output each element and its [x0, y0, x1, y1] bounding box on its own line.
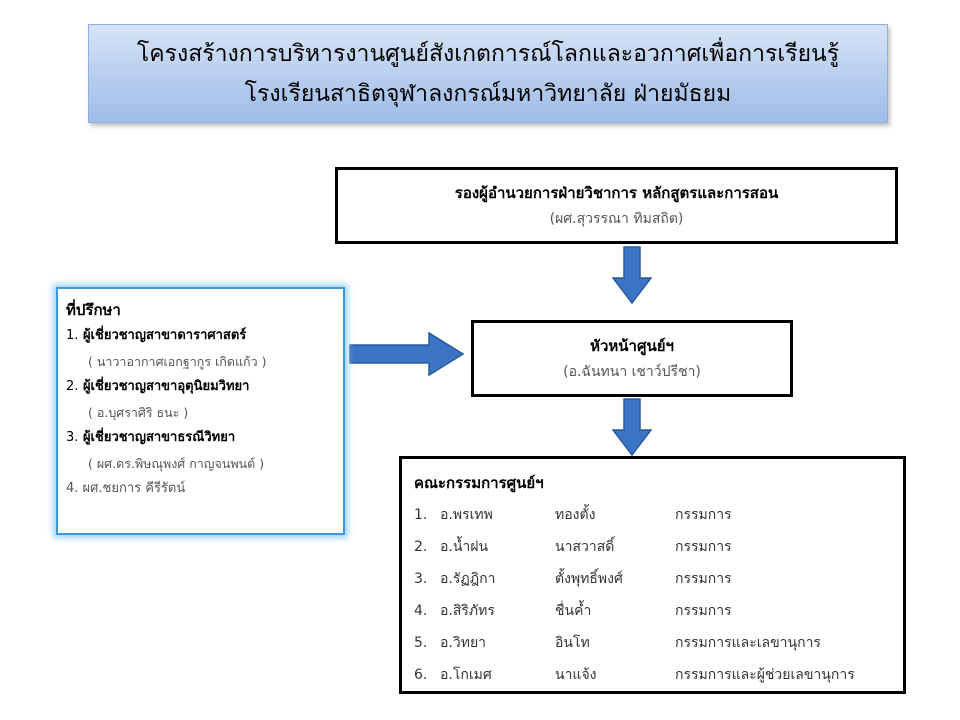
committee-member-row: 1. อ.พรเทพ ทองตั้ง กรรมการ: [414, 499, 891, 531]
title-line-2: โรงเรียนสาธิตจุฬาลงกรณ์มหาวิทยาลัย ฝ่ายม…: [244, 80, 732, 107]
committee-member-row: 5. อ.วิทยา อินโท กรรมการและเลขานุการ: [414, 627, 891, 659]
advisor-item: 4. ผศ.ชยการ คีรีรัตน์: [66, 476, 335, 502]
center-head-box: หัวหน้าศูนย์ฯ (อ.ฉันทนา เชาว์ปรีชา): [471, 320, 793, 397]
member-last-name: ทองตั้ง: [555, 507, 596, 523]
committee-member-row: 6. อ.โกเมศ นาแจ้ง กรรมการและผู้ช่วยเลขาน…: [414, 659, 891, 691]
title-line-1: โครงสร้างการบริหารงานศูนย์สังเกตการณ์โลก…: [136, 40, 840, 67]
advisor-name: ( นาวาอากาศเอกฐากูร เกิดแก้ว ): [88, 353, 267, 369]
right-arrow-icon: [349, 331, 465, 377]
down-arrow-icon: [612, 246, 652, 304]
committee-box: คณะกรรมการศูนย์ฯ 1. อ.พรเทพ ทองตั้ง กรรม…: [399, 456, 906, 694]
member-last-name: นาสวาสดิ์: [555, 539, 615, 555]
member-last-name: ตั้งพุทธิ์พงศ์: [555, 571, 623, 587]
head-position: หัวหน้าศูนย์ฯ: [590, 336, 674, 355]
member-first-name: อ.สิริภัทร: [440, 603, 495, 619]
member-last-name: ชื่นค้ำ: [555, 603, 592, 619]
member-number: 2.: [414, 539, 428, 555]
member-first-name: อ.น้ำฝน: [440, 539, 489, 555]
member-role: กรรมการ: [675, 571, 732, 587]
member-number: 1.: [414, 507, 428, 523]
deputy-position: รองผู้อำนวยการฝ่ายวิชาการ หลักสูตรและการ…: [454, 183, 779, 202]
advisor-number: 1.: [66, 328, 79, 343]
advisor-item: 2. ผู้เชี่ยวชาญสาขาอุตุนิยมวิทยา: [66, 374, 335, 400]
member-role: กรรมการและเลขานุการ: [675, 635, 821, 651]
advisor-number: 2.: [66, 379, 79, 394]
advisor-name: ผศ.ชยการ คีรีรัตน์: [82, 481, 186, 496]
member-first-name: อ.รัฏฎิกา: [440, 571, 496, 587]
advisor-item: 1. ผู้เชี่ยวชาญสาขาดาราศาสตร์: [66, 323, 335, 349]
right-arrow-shape: [349, 331, 465, 377]
member-number: 5.: [414, 635, 428, 651]
committee-member-row: 3. อ.รัฏฎิกา ตั้งพุทธิ์พงศ์ กรรมการ: [414, 563, 891, 595]
deputy-name: (ผศ.สุวรรณา ทิมสถิต): [549, 210, 684, 227]
member-last-name: นาแจ้ง: [555, 667, 597, 683]
deputy-director-box: รองผู้อำนวยการฝ่ายวิชาการ หลักสูตรและการ…: [335, 167, 898, 244]
advisor-role: ผู้เชี่ยวชาญสาขาอุตุนิยมวิทยา: [82, 379, 250, 394]
advisor-name: ( อ.บุศราศิริ ธนะ ): [88, 404, 189, 420]
down-arrow-shape: [612, 398, 652, 456]
committee-member-row: 2. อ.น้ำฝน นาสวาสดิ์ กรรมการ: [414, 531, 891, 563]
member-role: กรรมการ: [675, 603, 732, 619]
committee-title: คณะกรรมการศูนย์ฯ: [414, 474, 544, 492]
advisor-name: ( ผศ.ดร.พิษณุพงศ์ กาญจนพนต์ ): [88, 455, 265, 471]
chart-title-banner: โครงสร้างการบริหารงานศูนย์สังเกตการณ์โลก…: [88, 24, 888, 123]
member-first-name: อ.โกเมศ: [440, 667, 492, 683]
head-name: (อ.ฉันทนา เชาว์ปรีชา): [563, 363, 701, 380]
advisor-number: 4.: [66, 481, 79, 496]
committee-member-row: 4. อ.สิริภัทร ชื่นค้ำ กรรมการ: [414, 595, 891, 627]
member-role: กรรมการ: [675, 539, 732, 555]
advisor-number: 3.: [66, 430, 79, 445]
member-number: 6.: [414, 667, 428, 683]
member-number: 3.: [414, 571, 428, 587]
member-number: 4.: [414, 603, 428, 619]
advisor-role: ผู้เชี่ยวชาญสาขาธรณีวิทยา: [82, 430, 236, 445]
advisor-role: ผู้เชี่ยวชาญสาขาดาราศาสตร์: [82, 328, 247, 343]
member-first-name: อ.วิทยา: [440, 635, 487, 651]
member-first-name: อ.พรเทพ: [440, 507, 493, 523]
down-arrow-shape: [612, 246, 652, 304]
member-last-name: อินโท: [555, 635, 590, 651]
member-role: กรรมการและผู้ช่วยเลขานุการ: [675, 667, 855, 683]
advisors-box: ที่ปรึกษา 1. ผู้เชี่ยวชาญสาขาดาราศาสตร์ …: [56, 287, 345, 535]
advisors-title: ที่ปรึกษา: [66, 301, 121, 319]
advisor-item: 3. ผู้เชี่ยวชาญสาขาธรณีวิทยา: [66, 425, 335, 451]
down-arrow-icon: [612, 398, 652, 456]
member-role: กรรมการ: [675, 507, 732, 523]
